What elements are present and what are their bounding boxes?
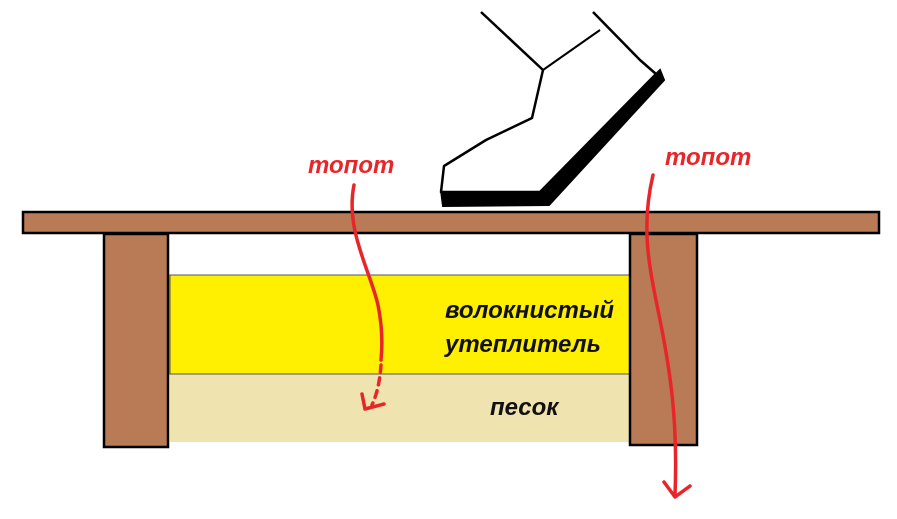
wavy-arrow-left-icon xyxy=(350,183,386,411)
sand-label: песок xyxy=(490,394,560,421)
left-joist xyxy=(102,232,170,449)
insulation-layer xyxy=(169,274,633,375)
stomp-label-right: топот xyxy=(665,144,751,171)
insulation-label-line2: утеплитель xyxy=(444,331,601,358)
floor-board xyxy=(21,210,881,235)
wavy-arrow-right-icon xyxy=(645,173,692,499)
insulation-label-line1: волокнистый xyxy=(445,297,614,324)
sand-layer xyxy=(170,374,632,442)
boot-icon xyxy=(439,11,666,208)
stomp-label-left: топот xyxy=(308,152,394,179)
